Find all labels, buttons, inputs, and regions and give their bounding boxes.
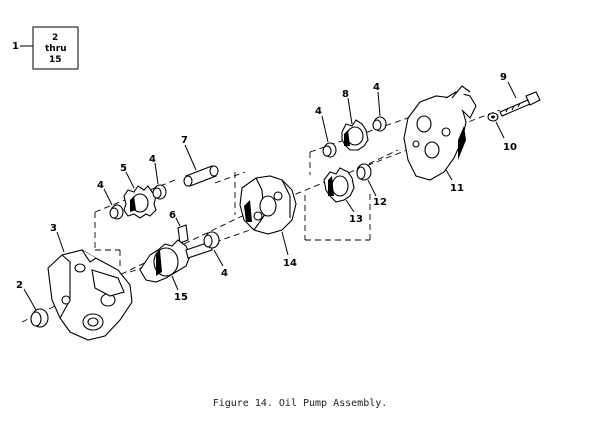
ref-box-last: 15: [49, 55, 62, 65]
part-9-bolt: [499, 91, 541, 117]
callout-12: 12: [373, 197, 387, 208]
part-6-pin: [177, 224, 189, 244]
part-4-bushing-a: [109, 204, 124, 220]
part-4-bushing-e: [372, 116, 387, 132]
ref-box-middle: thru: [45, 44, 67, 54]
callout-14: 14: [283, 258, 297, 269]
callout-4-d: 4: [315, 106, 322, 117]
callout-8: 8: [342, 89, 349, 100]
callout-15: 15: [174, 292, 188, 303]
reference-box: 1 2 thru 15: [12, 26, 79, 70]
callout-5: 5: [120, 163, 127, 174]
leader-lines: [23, 81, 517, 311]
figure-caption: Figure 14. Oil Pump Assembly.: [212, 398, 388, 409]
callout-9: 9: [500, 72, 507, 83]
ref-lead-number: 1: [12, 41, 19, 52]
part-14-pump-housing: [239, 175, 297, 235]
callout-13: 13: [349, 214, 363, 225]
callout-10: 10: [503, 142, 517, 153]
callout-7: 7: [181, 135, 188, 146]
part-8-gear: [341, 119, 369, 151]
ref-box-first: 2: [52, 33, 58, 43]
callout-labels: 2 3 4 4 4 4 4 5 6 7 8 9 10 11 12 13 14 1…: [16, 72, 517, 303]
part-13-idler-gear: [323, 167, 355, 203]
callout-2: 2: [16, 280, 23, 291]
part-10-washer: [487, 112, 499, 122]
callout-6: 6: [169, 210, 176, 221]
callout-11: 11: [450, 183, 464, 194]
part-15-drive-gear: [139, 239, 213, 283]
part-4-bushing-c: [203, 231, 220, 249]
callout-4-a: 4: [97, 180, 104, 191]
callout-3: 3: [50, 223, 57, 234]
part-5-gear: [123, 185, 157, 219]
callout-4-c: 4: [221, 268, 228, 279]
part-4-bushing-d: [322, 142, 337, 158]
part-2-bushing: [30, 308, 49, 328]
part-11-bracket: [403, 85, 477, 181]
callout-4-b: 4: [149, 154, 156, 165]
part-3-pump-body: [47, 249, 133, 341]
part-4-bushing-b: [152, 184, 167, 200]
part-7-shaft: [183, 165, 219, 187]
callout-4-e: 4: [373, 82, 380, 93]
part-12-bushing: [356, 163, 372, 181]
